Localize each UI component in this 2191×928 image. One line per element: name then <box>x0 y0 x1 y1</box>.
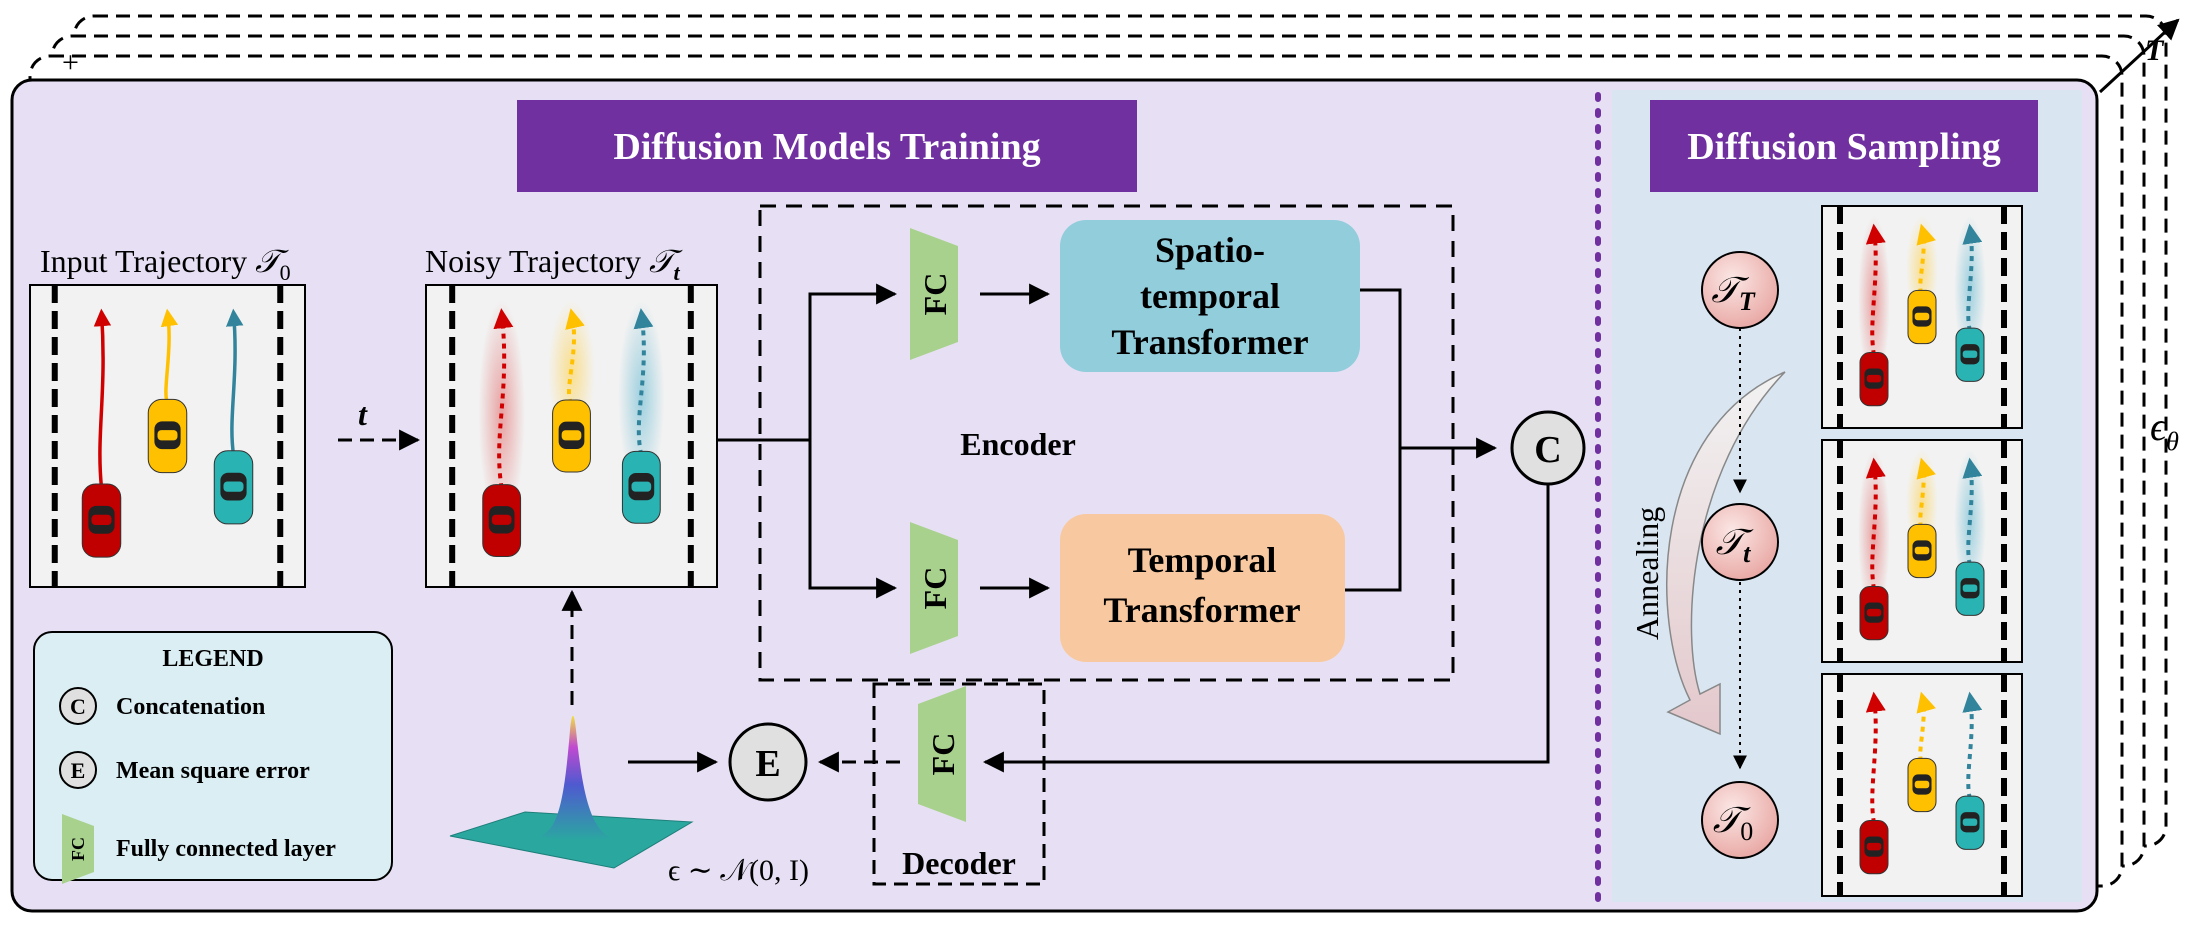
trajectory-path <box>225 308 244 455</box>
trajectory-path <box>633 308 654 456</box>
concatenation-node <box>1510 410 1586 486</box>
svg-text:FC: FC <box>68 837 88 861</box>
spatio-line-2: temporal <box>1140 276 1280 316</box>
teal-car <box>1955 795 1985 850</box>
red-car <box>1859 586 1889 641</box>
noise-distribution-label: ϵ ∼ 𝒩(0, I) <box>668 854 809 887</box>
sampling-banner <box>1650 100 2038 192</box>
legend-concat-label: Concatenation <box>116 694 265 720</box>
sampling-panel-0 <box>1821 673 2023 897</box>
temporal-transformer <box>1060 514 1345 662</box>
training-banner <box>517 100 1137 192</box>
legend-mse-label: Mean square error <box>116 758 310 784</box>
sampling-panel-T <box>1821 205 2023 429</box>
encoder-label: Encoder <box>960 426 1076 462</box>
encoder-box <box>758 204 1455 682</box>
yellow-car <box>1907 289 1937 345</box>
annealing-label: Annealing <box>1629 507 1665 640</box>
legend-concat-symbol: C <box>70 694 86 719</box>
annealing-arrow <box>1666 371 1786 736</box>
trajectory-path <box>1865 457 1886 590</box>
red-car <box>81 483 122 558</box>
temporal-line-2: Transformer <box>1103 590 1300 630</box>
yellow-car <box>147 398 188 474</box>
legend-concat-icon <box>59 687 97 725</box>
stack-plus: + <box>62 46 79 79</box>
red-car <box>1859 820 1889 875</box>
sampling-node-t: 𝒯t <box>1701 503 1779 581</box>
trajectory-path <box>1962 457 1983 566</box>
svg-text:FC: FC <box>917 567 953 610</box>
spatio-line-1: Spatio- <box>1155 230 1265 270</box>
noisy-trajectory-panel <box>425 284 718 588</box>
trajectory-path <box>1962 691 1983 800</box>
noisy-trajectory-label: Noisy Trajectory 𝒯t <box>425 243 683 285</box>
input-trajectory-label: Input Trajectory 𝒯0 <box>40 243 291 285</box>
decoder-label: Decoder <box>902 845 1016 881</box>
sampling-node-0: 𝒯0 <box>1701 781 1779 859</box>
trajectory-path <box>160 308 179 404</box>
legend-mse-icon <box>59 751 97 789</box>
legend-fc-label: Fully connected layer <box>116 836 336 862</box>
fc-block-bottom: FC <box>910 522 958 654</box>
teal-car <box>1955 327 1985 382</box>
mse-symbol: E <box>755 743 780 785</box>
timestep-label: t <box>358 396 368 432</box>
sampling-banner-text: Diffusion Sampling <box>1687 126 2001 168</box>
teal-car <box>621 450 661 524</box>
yellow-car <box>1907 757 1937 813</box>
fc-block-decoder: FC <box>918 686 966 822</box>
trajectory-path <box>1962 223 1983 332</box>
spatio-temporal-transformer <box>1060 220 1360 372</box>
gaussian-noise-surface <box>449 715 694 869</box>
svg-text:FC: FC <box>925 733 961 776</box>
red-car <box>482 484 522 557</box>
depth-label: T <box>2145 34 2165 67</box>
sampling-panel-t <box>1821 439 2023 663</box>
legend-mse-symbol: E <box>71 758 86 783</box>
yellow-car <box>1907 523 1937 579</box>
decoder-box <box>872 682 1046 886</box>
trajectory-path <box>565 308 585 405</box>
concatenation-symbol: C <box>1534 429 1561 471</box>
teal-car <box>213 450 254 525</box>
input-trajectory-panel <box>29 284 306 588</box>
training-banner-text: Diffusion Models Training <box>613 126 1040 168</box>
depth-arrow <box>2098 18 2180 94</box>
epsilon-theta-label: ϵθ <box>2150 404 2179 456</box>
red-car <box>1859 352 1889 407</box>
sampling-node-T: 𝒯T <box>1701 251 1779 329</box>
temporal-line-1: Temporal <box>1128 540 1277 580</box>
road-panels <box>29 205 2023 897</box>
connectors <box>561 283 1550 773</box>
fc-block-top: FC <box>910 228 958 360</box>
legend-box <box>33 631 393 881</box>
trajectory-path <box>1865 691 1886 824</box>
mse-node <box>728 722 808 802</box>
svg-text:FC: FC <box>917 273 953 316</box>
yellow-car <box>552 399 591 473</box>
teal-car <box>1955 561 1985 616</box>
spatio-line-3: Transformer <box>1111 322 1308 362</box>
trajectory-path <box>93 308 112 488</box>
legend-fc-icon: FC <box>62 814 94 884</box>
trajectory-path <box>1865 223 1886 356</box>
legend-title: LEGEND <box>162 646 263 672</box>
